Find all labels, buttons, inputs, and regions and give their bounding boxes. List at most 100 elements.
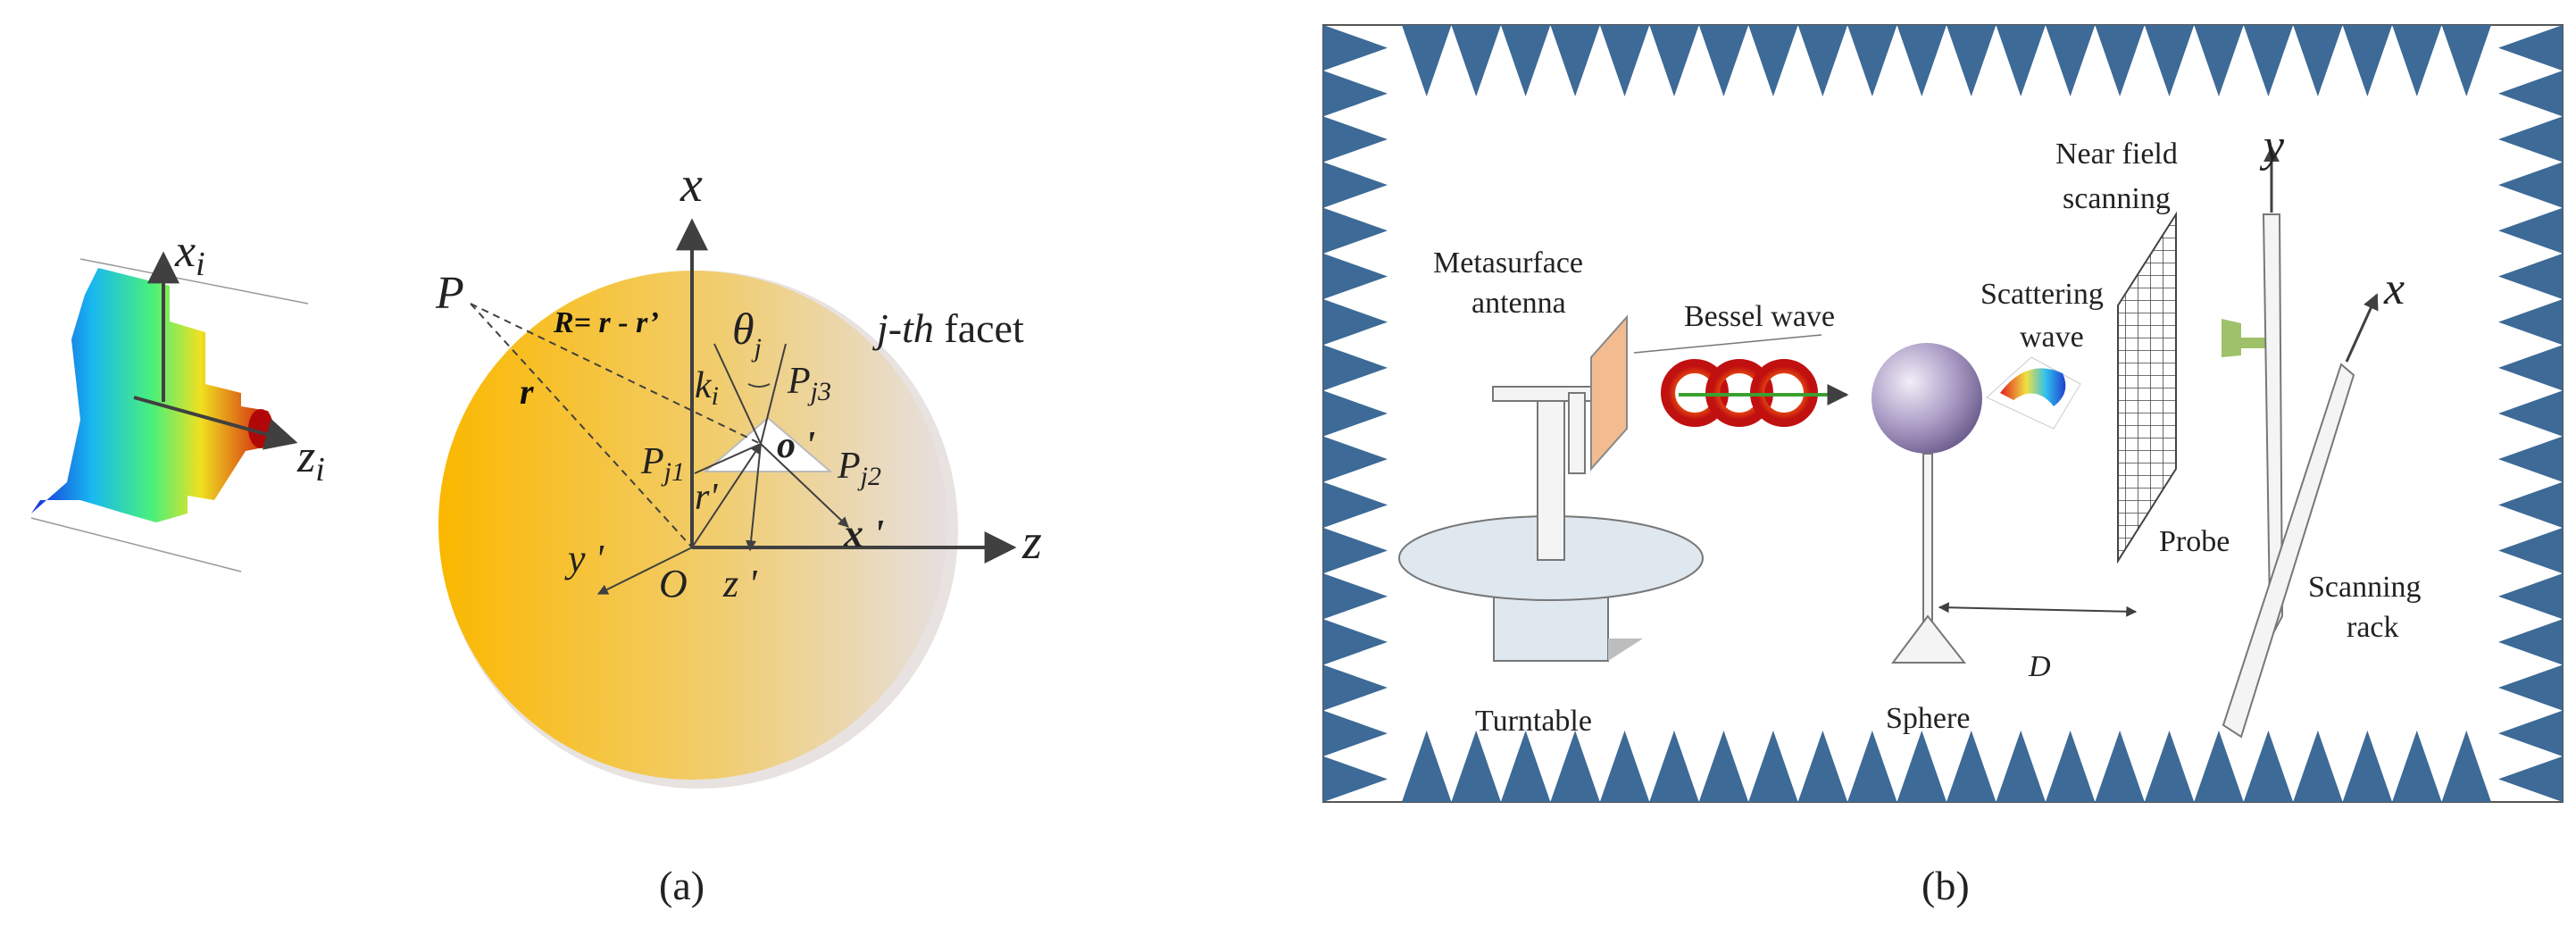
- absorber-cone-right: [2498, 71, 2563, 117]
- scattering-pattern: [1986, 356, 2081, 430]
- absorber-cone-bottom: [2441, 731, 2491, 802]
- absorber-cone-top: [2243, 25, 2294, 96]
- inset-xi-label: xi: [174, 226, 205, 283]
- absorber-cone-left: [1323, 253, 1388, 300]
- absorber-cone-left: [1323, 710, 1388, 756]
- absorber-cone-bottom: [2194, 731, 2244, 802]
- inset-guide-top: [79, 258, 309, 305]
- absorber-cone-left: [1323, 756, 1388, 802]
- caption-a: (a): [659, 863, 704, 908]
- r-prime-vector: [691, 443, 762, 548]
- absorber-cone-right: [2498, 756, 2563, 802]
- scattering-label-1: Scattering: [1980, 278, 2104, 311]
- r-vector: [470, 303, 693, 548]
- pj2-label: Pj2: [837, 446, 881, 491]
- metasurface-antenna: [1590, 314, 1628, 472]
- near-field-label-1: Near field: [2055, 138, 2178, 171]
- absorber-cone-bottom: [1451, 731, 1501, 802]
- x-prime-label: x ': [843, 512, 884, 555]
- absorber-cone-top: [1550, 25, 1600, 96]
- x-axis-arrow: [2345, 293, 2379, 363]
- absorber-cone-bottom: [1698, 731, 1749, 802]
- absorber-cone-left: [1323, 207, 1388, 254]
- absorber-cone-right: [2498, 619, 2563, 665]
- turntable: [1398, 386, 1704, 662]
- absorber-cone-bottom: [1847, 731, 1897, 802]
- theta-arc: [747, 383, 771, 388]
- absorber-cone-bottom: [1500, 731, 1551, 802]
- point-P-label: P: [435, 268, 464, 319]
- absorber-cone-right: [2498, 481, 2563, 528]
- turntable-base-shadow: [1608, 639, 1643, 661]
- x-prime-vector: [760, 443, 849, 528]
- absorber-cone-right: [2498, 162, 2563, 208]
- absorber-cone-left: [1323, 481, 1388, 528]
- absorber-cone-top: [1748, 25, 1798, 96]
- inset-zi-label: zi: [296, 431, 325, 489]
- distance-label: D: [2028, 650, 2051, 683]
- absorber-cone-right: [2498, 573, 2563, 620]
- absorber-cone-top: [1649, 25, 1699, 96]
- x-axis-label-b: x: [2383, 263, 2405, 314]
- panel-a: xi zi x z P R= r - r’ r r' θj ki j-th fa…: [30, 157, 1042, 908]
- absorber-cone-top: [2342, 25, 2393, 96]
- absorber-cone-left: [1323, 527, 1388, 574]
- theta-label: θj: [732, 304, 762, 363]
- sphere-stand: [1922, 453, 1933, 638]
- k-label: ki: [695, 365, 719, 411]
- absorber-cone-left: [1323, 573, 1388, 620]
- inset-gradient-body: [31, 268, 273, 522]
- absorber-cone-bottom: [1402, 731, 1452, 802]
- absorber-cone-left: [1323, 390, 1388, 437]
- probe-label: Probe: [2159, 525, 2230, 558]
- absorber-cone-top: [2441, 25, 2491, 96]
- absorber-cone-top: [1698, 25, 1749, 96]
- absorber-cone-right: [2498, 436, 2563, 482]
- absorber-cone-bottom: [1748, 731, 1798, 802]
- absorber-cone-top: [1897, 25, 1947, 96]
- absorber-cone-bottom: [1947, 731, 1997, 802]
- rack-label-2: rack: [2347, 611, 2399, 644]
- absorber-cone-bottom: [1996, 731, 2046, 802]
- absorber-cone-bottom: [1550, 731, 1600, 802]
- absorber-cone-top: [2045, 25, 2096, 96]
- absorber-cone-right: [2498, 299, 2563, 346]
- absorber-cone-right: [2498, 710, 2563, 756]
- R-equation-label: R= r - r’: [553, 306, 659, 339]
- absorber-cone-right: [2498, 664, 2563, 711]
- absorber-cone-right: [2498, 253, 2563, 300]
- metasurface-label-1: Metasurface: [1433, 246, 1583, 280]
- rack-label-1: Scanning: [2308, 571, 2422, 604]
- absorber-cone-bottom: [2293, 731, 2343, 802]
- absorber-cone-bottom: [1897, 731, 1947, 802]
- absorber-cone-top: [1599, 25, 1650, 96]
- absorber-cone-top: [2392, 25, 2442, 96]
- caption-b: (b): [1922, 863, 1970, 908]
- turntable-post: [1537, 397, 1565, 561]
- absorber-cone-right: [2498, 207, 2563, 254]
- turntable-label: Turntable: [1475, 705, 1592, 738]
- absorber-cones: [1323, 25, 2563, 802]
- absorber-cone-top: [1797, 25, 1848, 96]
- absorber-cone-right: [2498, 345, 2563, 391]
- z-axis-label: z: [1021, 514, 1042, 570]
- absorber-cone-left: [1323, 345, 1388, 391]
- absorber-cone-top: [2293, 25, 2343, 96]
- absorber-cone-top: [1451, 25, 1501, 96]
- absorber-cone-left: [1323, 25, 1388, 71]
- absorber-cone-top: [1996, 25, 2046, 96]
- absorber-cone-bottom: [2144, 731, 2195, 802]
- absorber-cone-bottom: [2392, 731, 2442, 802]
- facet-triangle: [703, 416, 833, 472]
- x-axis-label: x: [679, 157, 703, 213]
- sphere-stand-base: [1891, 614, 1967, 664]
- R-vector: [470, 303, 762, 445]
- o-prime-label: o ': [777, 425, 815, 466]
- probe-horn: [2222, 319, 2275, 357]
- absorber-cone-right: [2498, 527, 2563, 574]
- y-prime-label: y ': [564, 537, 605, 580]
- y-prime-vector: [596, 547, 693, 595]
- y-axis-label: y: [2259, 121, 2285, 171]
- z-prime-vector: [746, 443, 762, 552]
